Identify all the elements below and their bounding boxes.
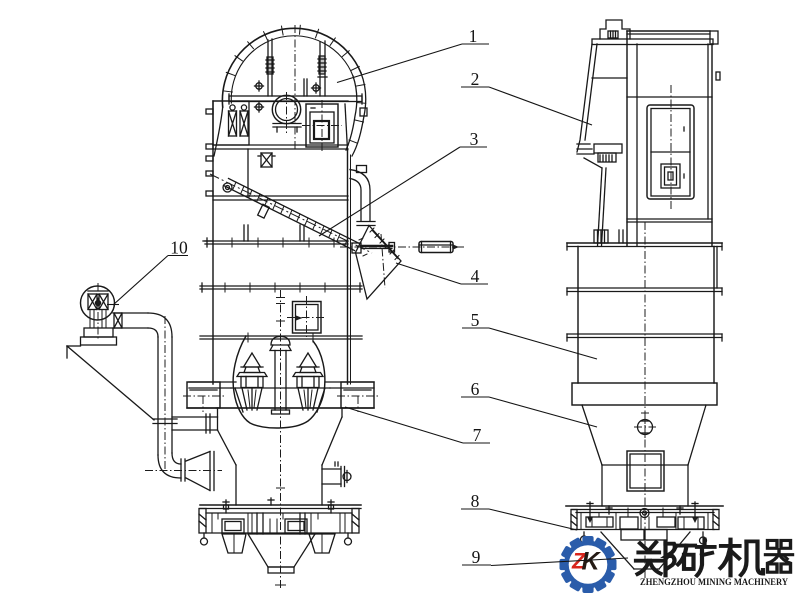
- svg-text:2: 2: [471, 69, 480, 89]
- svg-text:9: 9: [472, 547, 481, 567]
- svg-text:1: 1: [469, 26, 478, 46]
- svg-text:10: 10: [170, 238, 188, 258]
- svg-text:5: 5: [471, 310, 480, 330]
- svg-text:7: 7: [473, 425, 482, 445]
- svg-text:6: 6: [471, 379, 480, 399]
- svg-text:8: 8: [471, 491, 480, 511]
- svg-text:3: 3: [470, 129, 479, 149]
- svg-text:ZHENGZHOU MINING MACHINERY: ZHENGZHOU MINING MACHINERY: [640, 578, 788, 588]
- svg-text:4: 4: [471, 266, 480, 286]
- svg-text:K: K: [582, 548, 602, 576]
